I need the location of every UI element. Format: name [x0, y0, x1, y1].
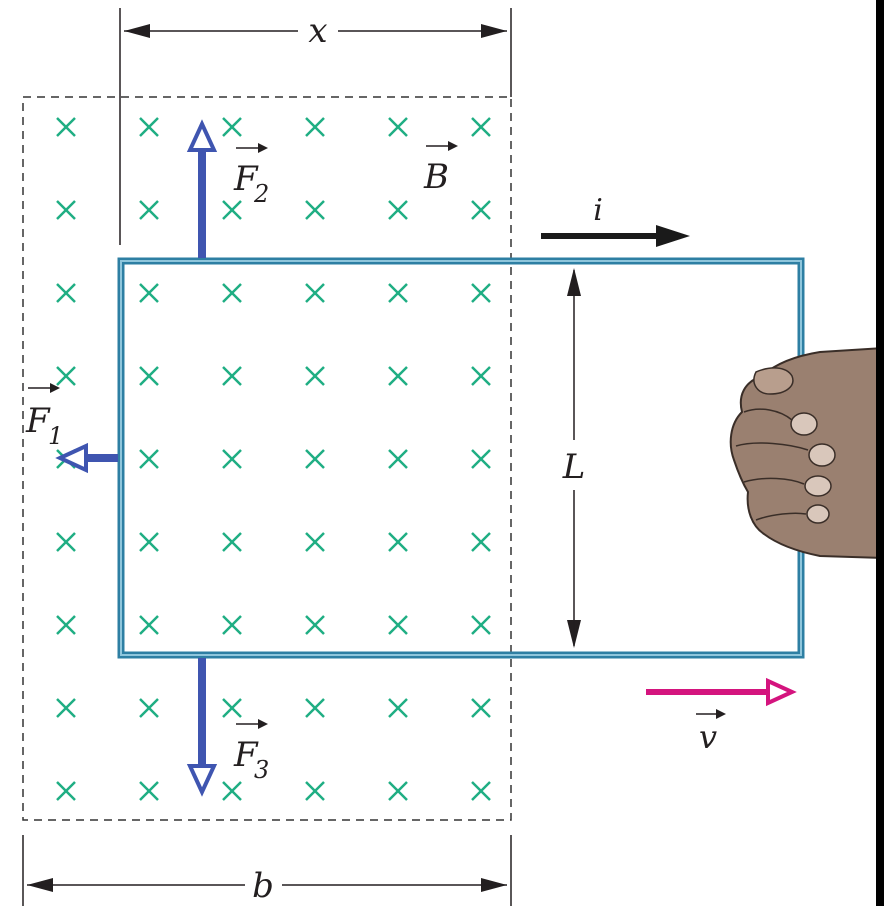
field-cross	[471, 283, 491, 303]
velocity-arrow	[646, 677, 797, 707]
field-cross	[56, 781, 76, 801]
field-cross	[305, 366, 325, 386]
svg-text:F: F	[233, 735, 259, 775]
field-cross	[388, 615, 408, 635]
field-cross	[305, 781, 325, 801]
field-cross	[222, 117, 242, 137]
magnetic-field-marks	[56, 117, 491, 801]
field-cross	[388, 283, 408, 303]
svg-text:v: v	[699, 718, 717, 756]
right-edge-bar	[876, 0, 884, 906]
dimension-x: x	[119, 8, 512, 245]
dimension-L: L	[562, 268, 586, 648]
force-arrow-F2	[186, 119, 218, 258]
dimension-b: b	[22, 835, 512, 906]
field-cross	[139, 366, 159, 386]
field-cross	[388, 781, 408, 801]
force-arrow-F3	[186, 658, 218, 797]
field-cross	[222, 532, 242, 552]
svg-text:2: 2	[253, 180, 269, 208]
field-region	[22, 96, 512, 821]
field-cross	[56, 615, 76, 635]
field-cross	[139, 698, 159, 718]
field-cross	[471, 615, 491, 635]
field-cross	[222, 449, 242, 469]
field-cross	[471, 698, 491, 718]
field-cross	[56, 200, 76, 220]
hand-icon	[729, 346, 884, 560]
field-cross	[471, 449, 491, 469]
conducting-loop	[117, 257, 805, 659]
field-cross	[139, 283, 159, 303]
label-x: x	[308, 11, 327, 51]
svg-text:1: 1	[48, 422, 63, 450]
field-cross	[471, 781, 491, 801]
field-cross	[305, 532, 325, 552]
label-F3: F 3	[233, 719, 269, 784]
field-cross	[388, 532, 408, 552]
field-cross	[388, 200, 408, 220]
current-arrow: i	[541, 193, 690, 247]
field-cross	[305, 449, 325, 469]
label-B: B	[423, 141, 458, 197]
label-L: L	[562, 447, 586, 487]
label-i: i	[593, 193, 603, 228]
field-cross	[471, 200, 491, 220]
field-cross	[388, 366, 408, 386]
svg-text:F: F	[25, 401, 51, 441]
field-cross	[471, 366, 491, 386]
force-arrow-F1	[55, 442, 118, 474]
field-cross	[222, 698, 242, 718]
field-cross	[139, 615, 159, 635]
label-v: v	[696, 709, 726, 756]
field-cross	[56, 532, 76, 552]
field-cross	[139, 532, 159, 552]
field-cross	[56, 117, 76, 137]
field-cross	[388, 698, 408, 718]
field-cross	[222, 200, 242, 220]
field-cross	[56, 698, 76, 718]
field-cross	[139, 781, 159, 801]
field-cross	[222, 366, 242, 386]
field-cross	[305, 117, 325, 137]
field-cross	[471, 117, 491, 137]
field-cross	[56, 283, 76, 303]
svg-text:F: F	[233, 159, 259, 199]
field-cross	[222, 781, 242, 801]
field-cross	[305, 698, 325, 718]
field-cross	[471, 532, 491, 552]
svg-text:B: B	[423, 157, 449, 197]
svg-text:3: 3	[254, 756, 269, 784]
field-cross	[139, 449, 159, 469]
field-cross	[388, 117, 408, 137]
field-cross	[305, 283, 325, 303]
field-cross	[139, 200, 159, 220]
field-cross	[139, 117, 159, 137]
field-cross	[305, 615, 325, 635]
label-b: b	[252, 866, 274, 906]
label-F1: F 1	[25, 383, 63, 450]
label-F2: F 2	[233, 143, 269, 208]
field-cross	[222, 615, 242, 635]
field-cross	[56, 366, 76, 386]
field-cross	[388, 449, 408, 469]
field-cross	[222, 283, 242, 303]
field-cross	[305, 200, 325, 220]
